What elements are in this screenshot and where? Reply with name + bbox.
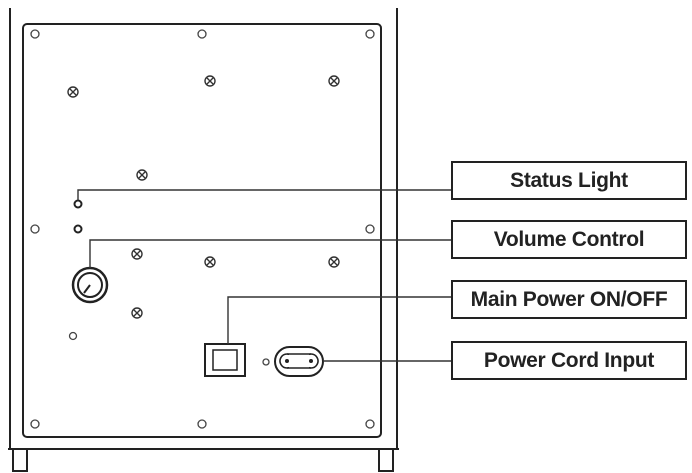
mounting-hole (197, 419, 207, 429)
main-power-leader (227, 296, 451, 344)
screw-icon (67, 86, 79, 98)
screw-icon (131, 307, 143, 319)
volume-control-label: Volume Control (451, 220, 687, 259)
mounting-hole (197, 29, 207, 39)
screw-icon (131, 248, 143, 260)
mounting-hole (365, 29, 375, 39)
leader-lines (77, 189, 451, 362)
mounting-holes (30, 29, 375, 429)
mounting-hole (30, 419, 40, 429)
panel-screws (67, 75, 340, 319)
mounting-hole (365, 224, 375, 234)
screw-icon (204, 75, 216, 87)
left-foot (12, 448, 28, 472)
volume-knob[interactable] (71, 266, 109, 304)
status-light-led (73, 199, 83, 209)
volume-control-leader (89, 239, 451, 268)
secondary-led (73, 224, 83, 234)
screw-icon (136, 169, 148, 181)
power-cord-socket[interactable] (262, 346, 324, 377)
rear-panel-plate (22, 23, 382, 438)
screw-icon (328, 256, 340, 268)
power-cord-label: Power Cord Input (451, 341, 687, 380)
mounting-hole (68, 331, 78, 341)
main-power-switch[interactable] (204, 343, 246, 377)
main-power-label: Main Power ON/OFF (451, 280, 687, 319)
status-light-label: Status Light (451, 161, 687, 200)
screw-icon (204, 256, 216, 268)
mounting-hole (30, 224, 40, 234)
mounting-hole (365, 419, 375, 429)
status-light-leader (77, 189, 451, 200)
screw-icon (328, 75, 340, 87)
right-foot (378, 448, 394, 472)
mounting-hole (30, 29, 40, 39)
